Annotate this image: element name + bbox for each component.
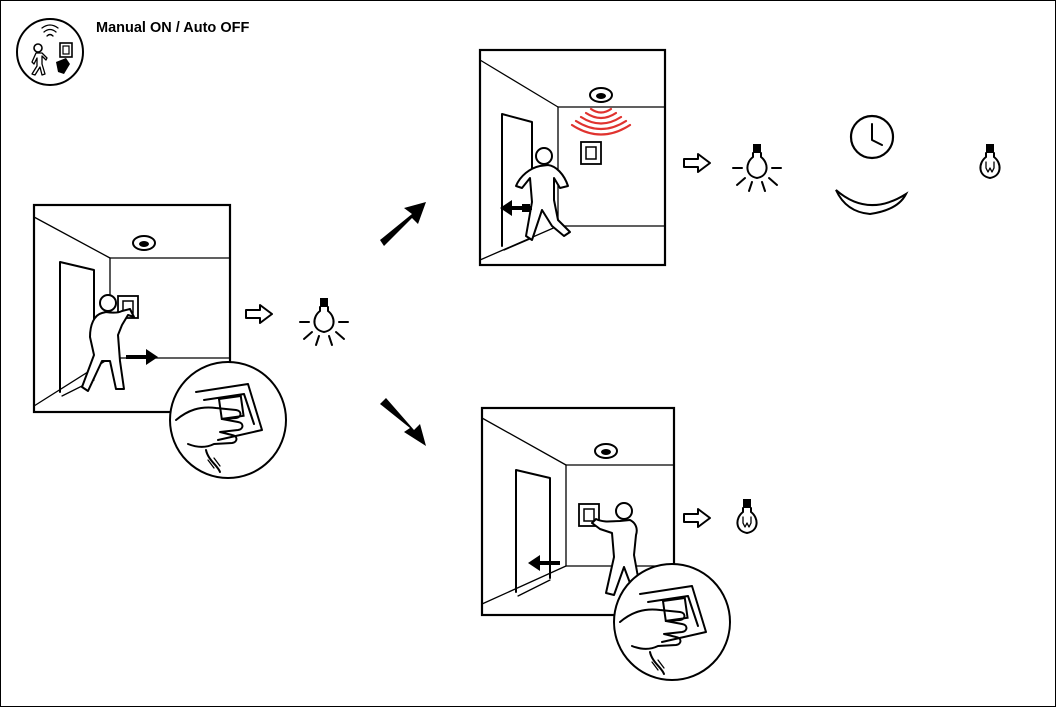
light-bulb-off-icon [736,498,758,534]
delay-arc-icon [835,189,909,216]
start-scene-manual-on [32,203,287,479]
diagram-title: Manual ON / Auto OFF [96,20,250,36]
arrow-to-light-on-2 [683,153,711,173]
person-presence-switch-icon [16,18,84,86]
clock-icon [849,114,895,160]
arrow-to-light-off [683,508,711,528]
transition-arrow-down [380,398,426,446]
light-bulb-off-icon [979,143,1001,179]
light-bulb-on-icon [299,297,349,346]
scene-manual-off [480,406,731,681]
sensor-waves [570,107,632,136]
light-bulb-on-icon [732,143,782,192]
scene-auto-off [478,48,667,267]
transition-arrow-up [380,202,426,246]
arrow-to-light-on [245,304,273,324]
